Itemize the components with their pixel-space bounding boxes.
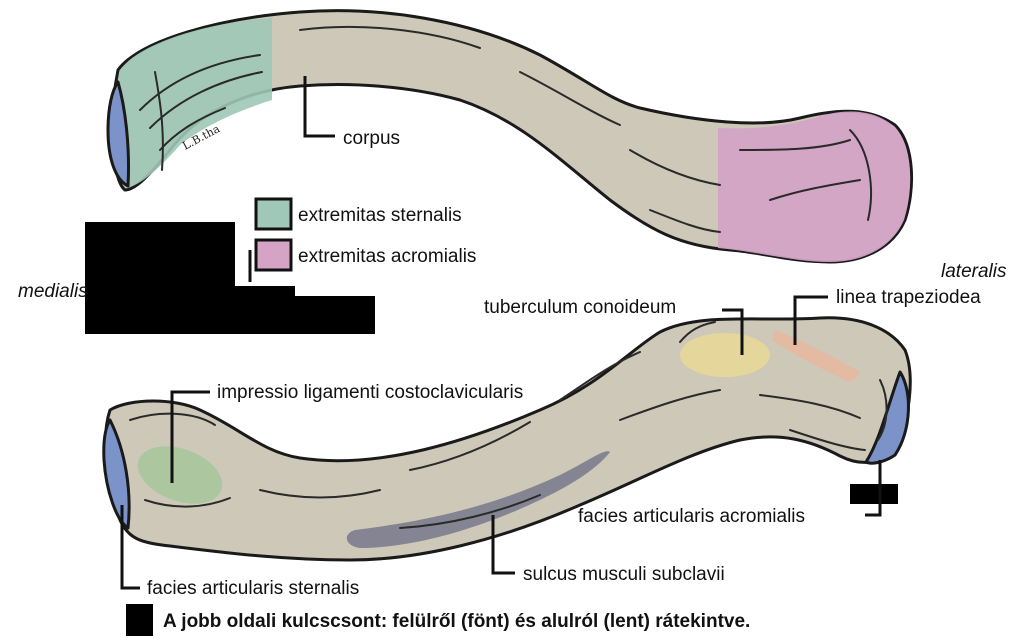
sternal-facet-bottom bbox=[102, 418, 131, 530]
label-lateralis: lateralis bbox=[941, 261, 1007, 282]
legend-label-sternalis: extremitas sternalis bbox=[298, 205, 462, 226]
label-sulcus: sulcus musculi subclavii bbox=[523, 564, 725, 585]
leader-lines bbox=[120, 76, 882, 590]
clavicle-inferior-view bbox=[102, 316, 912, 562]
redaction-block-right bbox=[850, 484, 898, 504]
sulcus-region bbox=[346, 451, 610, 548]
tuberculum-conoideum-region bbox=[680, 333, 770, 377]
label-impressio: impressio ligamenti costoclavicularis bbox=[217, 382, 523, 403]
legend: extremitas sternalis extremitas acromial… bbox=[254, 197, 476, 272]
label-facies-acromialis: facies articularis acromialis bbox=[578, 506, 805, 527]
clavicle-superior-view: L.B.tha bbox=[106, 9, 913, 264]
redaction-blocks bbox=[85, 222, 898, 636]
redaction-block-large bbox=[85, 222, 235, 334]
legend-label-acromialis: extremitas acromialis bbox=[298, 246, 476, 267]
extremitas-sternalis-region bbox=[114, 18, 273, 188]
extremitas-acromialis-region bbox=[718, 111, 911, 262]
legend-swatch-sternalis bbox=[254, 197, 293, 231]
redaction-block-step bbox=[235, 286, 295, 334]
label-facies-sternalis: facies articularis sternalis bbox=[147, 578, 359, 599]
figure-caption: A jobb oldali kulcscsont: felülről (fönt… bbox=[163, 611, 750, 632]
label-corpus: corpus bbox=[343, 128, 400, 149]
label-medialis: medialis bbox=[18, 281, 88, 302]
label-tuberculum-conoideum: tuberculum conoideum bbox=[484, 297, 676, 318]
impressio-region bbox=[137, 446, 223, 504]
redaction-block-caption bbox=[126, 604, 153, 636]
sternal-facet-top bbox=[106, 80, 131, 188]
label-linea-trapeziodea: linea trapeziodea bbox=[836, 287, 981, 308]
legend-swatch-acromialis bbox=[254, 238, 293, 272]
